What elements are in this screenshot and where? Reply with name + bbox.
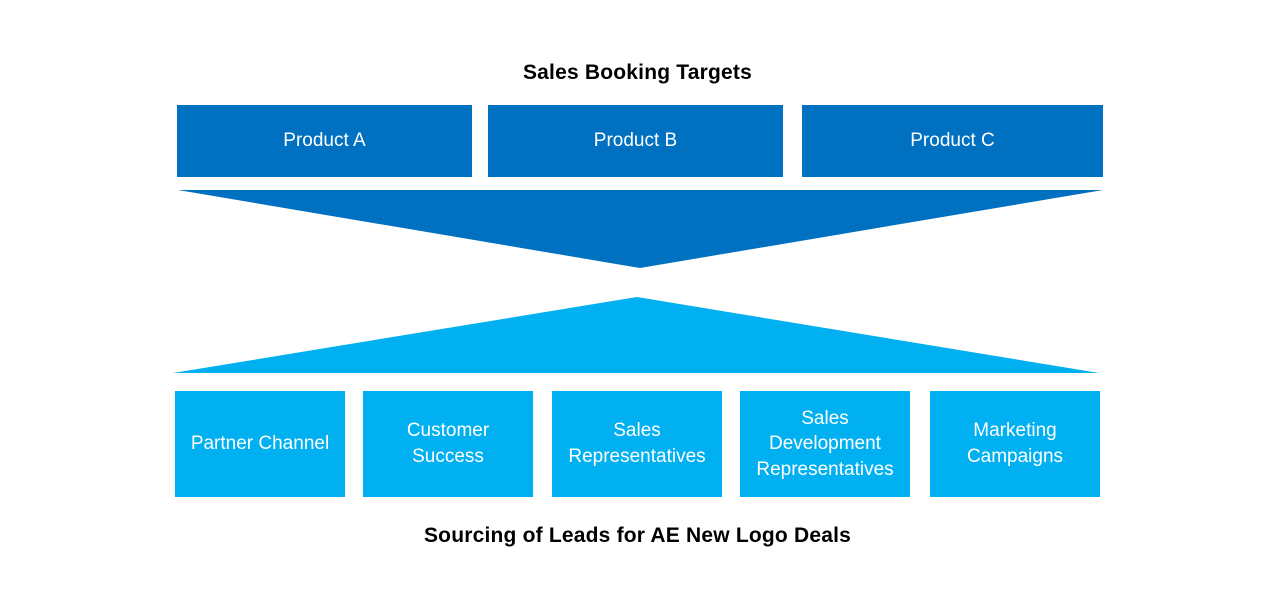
product-c-label: Product C <box>910 130 995 151</box>
product-c-box: Product C <box>802 105 1103 177</box>
top-title: Sales Booking Targets <box>522 61 753 84</box>
partner-channel-box: Partner Channel <box>175 391 345 497</box>
sales-development-representatives-box: Sales Development Representatives <box>740 391 910 497</box>
product-a-label: Product A <box>283 130 366 151</box>
marketing-campaigns-box: Marketing Campaigns <box>930 391 1100 497</box>
partner-channel-label: Partner Channel <box>190 433 330 455</box>
product-b-box: Product B <box>488 105 783 177</box>
customer-success-box: Customer Success <box>363 391 533 497</box>
marketing-campaigns-label: Marketing Campaigns <box>966 420 1064 467</box>
sales-development-representatives-label: Sales Development Representatives <box>756 407 894 480</box>
sales-representatives-box: Sales Representatives <box>552 391 722 497</box>
sales-representatives-label: Sales Representatives <box>568 420 706 467</box>
customer-success-label: Customer Success <box>406 420 490 467</box>
product-b-label: Product B <box>593 130 678 151</box>
funnel-down-triangle <box>178 190 1103 268</box>
funnel-up-triangle <box>173 297 1099 373</box>
product-a-box: Product A <box>177 105 472 177</box>
bottom-title: Sourcing of Leads for AE New Logo Deals <box>423 524 852 547</box>
